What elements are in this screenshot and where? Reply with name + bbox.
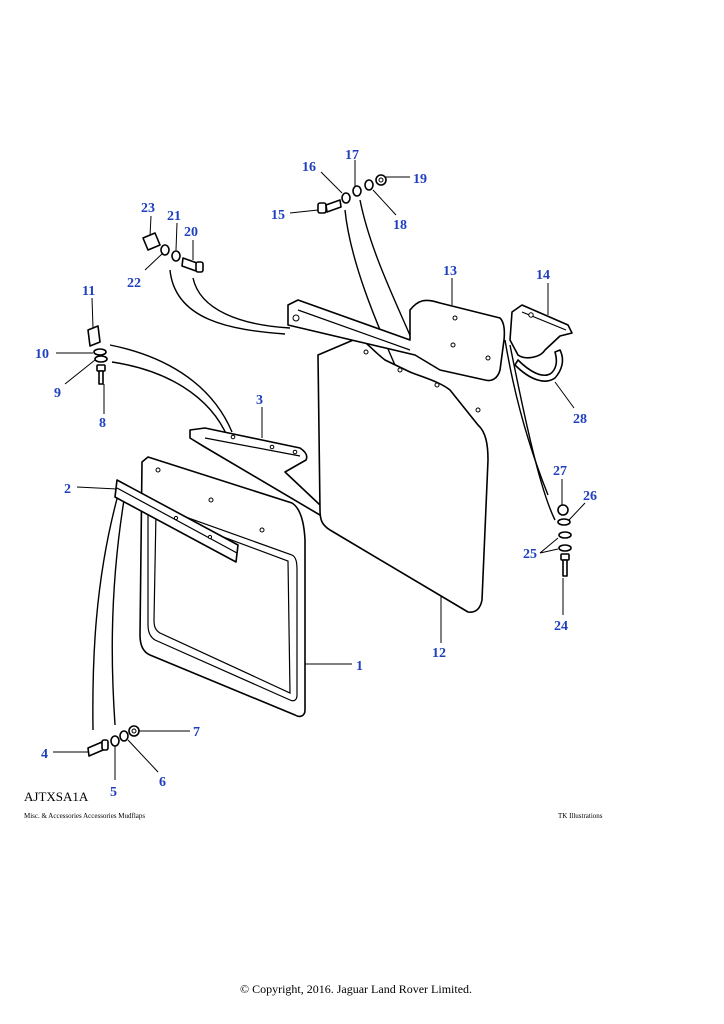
callout-15: 15	[271, 208, 285, 223]
callout-5: 5	[110, 785, 117, 800]
callout-10: 10	[35, 347, 49, 362]
illustration-caption: Misc. & Accessories Accessories Mudflaps	[24, 812, 146, 820]
callout-18: 18	[393, 218, 407, 233]
assembly-routing-lines	[92, 199, 556, 731]
clamp-strip	[114, 479, 239, 563]
callout-26: 26	[583, 489, 597, 504]
copyright-notice: © Copyright, 2016. Jaguar Land Rover Lim…	[239, 982, 473, 996]
clamp-bracket	[509, 304, 573, 359]
callout-27: 27	[553, 464, 567, 479]
callout-23: 23	[141, 201, 155, 216]
callout-3: 3	[256, 393, 263, 408]
callout-21: 21	[167, 209, 181, 224]
callout-6: 6	[159, 775, 166, 790]
support-arm-bracket	[287, 299, 506, 382]
fastener-group-upper-left	[142, 232, 204, 273]
callout-4: 4	[41, 747, 48, 762]
bolt-head-icon	[317, 202, 327, 214]
callout-14: 14	[536, 268, 550, 283]
callout-20: 20	[184, 225, 198, 240]
mudflap-front	[139, 456, 306, 718]
callout-22: 22	[127, 276, 141, 291]
callout-16: 16	[302, 160, 316, 175]
mudflap-rear	[317, 337, 489, 613]
callout-labels: 1 2 3 4 5 6 7 8 9 10 11 12 13 14 15 16 1…	[35, 148, 597, 800]
u-clamp	[514, 349, 564, 382]
callout-12: 12	[432, 646, 446, 661]
fastener-group-left	[87, 325, 108, 385]
callout-8: 8	[99, 416, 106, 431]
callout-17: 17	[345, 148, 359, 163]
callout-11: 11	[82, 284, 95, 299]
callout-19: 19	[413, 172, 427, 187]
illustration-reference-code: AJTXSA1A	[24, 789, 89, 804]
callout-28: 28	[573, 412, 587, 427]
callout-2: 2	[64, 482, 71, 497]
callout-24: 24	[554, 619, 568, 634]
callout-13: 13	[443, 264, 457, 279]
fastener-group-lower-left	[87, 725, 140, 757]
callout-leaders	[53, 160, 586, 780]
fastener-group-upper-center	[317, 174, 387, 214]
callout-1: 1	[356, 659, 363, 674]
fastener-group-right	[557, 504, 572, 577]
callout-9: 9	[54, 386, 61, 401]
callout-25: 25	[523, 547, 537, 562]
callout-7: 7	[193, 725, 200, 740]
illustrator-credit: TK Illustrations	[558, 812, 603, 820]
